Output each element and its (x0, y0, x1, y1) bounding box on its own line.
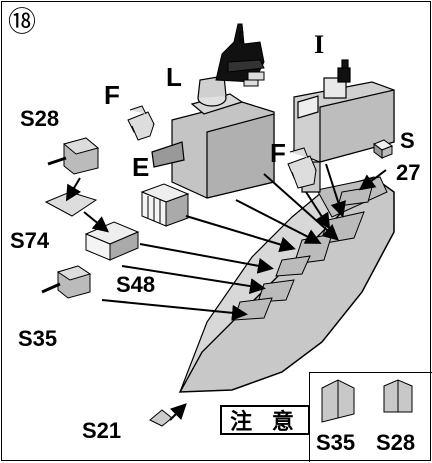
label-S28: S28 (20, 106, 60, 131)
caution-label-S28: S28 (376, 430, 416, 455)
label-S21: S21 (82, 418, 122, 443)
part-S48-block (84, 221, 140, 261)
label-S48: S48 (116, 272, 156, 297)
part-S27 (372, 139, 394, 159)
part-S21 (149, 409, 173, 427)
part-S74-plate (44, 191, 98, 217)
label-E: E (132, 152, 150, 182)
bridge-superstructure (151, 75, 275, 199)
deck-slots (233, 186, 373, 321)
mast (215, 23, 265, 87)
part-E-deckhouse (140, 183, 190, 227)
part-F-right (287, 147, 317, 189)
caution-part-S35 (321, 379, 355, 423)
label-27: 27 (396, 160, 421, 185)
label-S: S (400, 128, 415, 153)
caution-label-S35: S35 (316, 430, 356, 455)
label-S35: S35 (18, 326, 58, 351)
assembly-arrows (65, 163, 387, 421)
label-S74: S74 (10, 228, 50, 253)
label-L: L (166, 62, 182, 92)
label-I: I (314, 30, 325, 59)
caution-part-S28 (383, 379, 413, 413)
step-number: ⑱ (8, 6, 37, 37)
part-S35-gun (41, 265, 92, 299)
part-S28-gun (47, 137, 100, 175)
caution-title: 注 意 (220, 405, 310, 435)
part-F-left (127, 105, 155, 141)
label-F-right: F (270, 138, 286, 168)
label-F-left: F (104, 80, 120, 110)
